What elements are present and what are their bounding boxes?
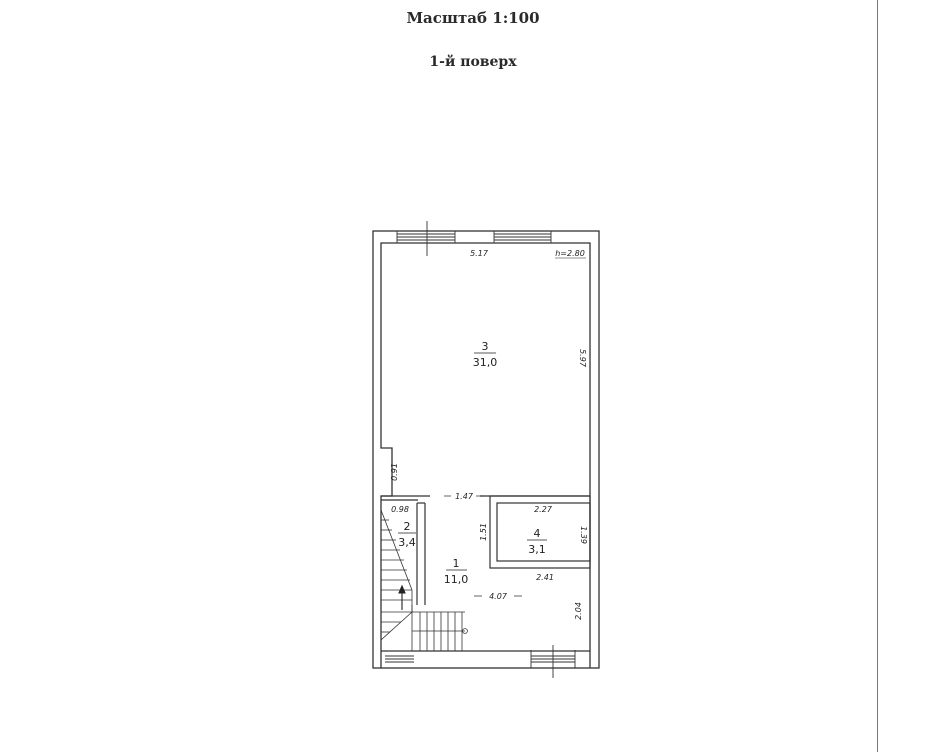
dim-room4-length: 1.39 xyxy=(579,526,588,544)
interior-walls xyxy=(381,495,591,652)
outer-walls xyxy=(372,230,600,669)
bottom-left-window xyxy=(385,655,414,663)
dim-room4-bottom: 2.41 xyxy=(536,573,554,582)
top-window-left xyxy=(396,231,456,243)
stair-end-marker xyxy=(462,628,468,634)
dim-room4-left: 1.51 xyxy=(479,523,488,541)
room-2-area: 3,4 xyxy=(398,536,416,549)
room-2-number: 2 xyxy=(404,520,411,533)
room-4-area: 3,1 xyxy=(528,543,546,556)
dim-stair-width: 0.98 xyxy=(391,505,409,514)
dim-corridor-width: 1.47 xyxy=(455,492,474,501)
room-4-number: 4 xyxy=(534,527,541,540)
top-window-right xyxy=(493,231,552,243)
dim-room3-length: 5.97 xyxy=(578,349,587,368)
floor-title: 1-й поверх xyxy=(429,54,517,70)
room-1-area: 11,0 xyxy=(444,573,469,586)
stair xyxy=(380,509,465,651)
dim-room4-width: 2.27 xyxy=(534,505,553,514)
room-1-number: 1 xyxy=(453,557,460,570)
dim-room1-width: 4.07 xyxy=(489,592,508,601)
dim-room1-right: 2.04 xyxy=(574,602,583,620)
scale-title: Масштаб 1:100 xyxy=(406,9,540,27)
dim-left-step: 0.91 xyxy=(390,463,399,481)
dim-ceiling-height: h=2.80 xyxy=(555,249,585,258)
stair-direction-arrow-icon xyxy=(398,584,406,610)
dim-room3-width: 5.17 xyxy=(470,249,489,258)
room-3-number: 3 xyxy=(482,340,489,353)
room-3-area: 31,0 xyxy=(473,356,498,369)
page-edge-line xyxy=(877,0,878,752)
